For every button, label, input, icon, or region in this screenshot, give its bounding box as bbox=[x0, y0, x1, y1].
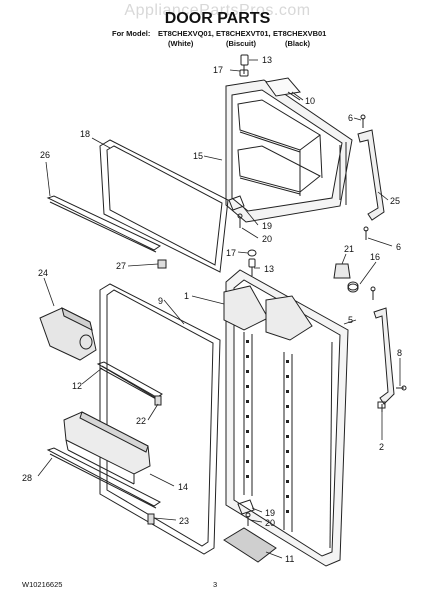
model-number-1: ET8CHEXVQ01, bbox=[158, 29, 214, 38]
washer-part-17-bottom bbox=[247, 249, 257, 257]
fresh-food-door-inner-dimples bbox=[246, 340, 289, 513]
model-color-3: (Black) bbox=[285, 39, 311, 48]
screw-part-13-top bbox=[240, 54, 249, 74]
callout-9: 9 bbox=[158, 296, 163, 306]
dairy-rail-part-12 bbox=[96, 361, 163, 401]
callout-27: 27 bbox=[116, 261, 126, 271]
callout-25: 25 bbox=[390, 196, 400, 206]
toe-plate-part-11 bbox=[223, 527, 277, 563]
freezer-handle-part-25 bbox=[357, 129, 385, 221]
callout-12: 12 bbox=[72, 381, 82, 391]
dairy-door-part-24 bbox=[39, 307, 97, 361]
door-bin-part-14 bbox=[63, 411, 151, 485]
hinge-pin-part-19-top bbox=[228, 195, 245, 211]
callout-15: 15 bbox=[193, 151, 203, 161]
shelf-rail-part-26 bbox=[46, 195, 162, 253]
model-color-1: (White) bbox=[168, 39, 194, 48]
screw-part-13-bottom bbox=[248, 258, 256, 276]
freezer-gasket-part-18 bbox=[99, 139, 229, 273]
callout-13-top: 13 bbox=[262, 55, 272, 65]
page-title: DOOR PARTS bbox=[164, 10, 271, 27]
model-prefix: For Model: bbox=[112, 29, 151, 38]
model-number-2: ET8CHEXVT01, bbox=[216, 29, 271, 38]
callout-1: 1 bbox=[184, 291, 189, 301]
callout-17-bottom: 17 bbox=[226, 248, 236, 258]
fresh-food-door-part-1 bbox=[223, 269, 349, 567]
callout-20-bottom: 20 bbox=[265, 518, 275, 528]
top-hinge-cover-part-10 bbox=[265, 77, 301, 101]
callout-26: 26 bbox=[40, 150, 50, 160]
screw-part-17-top bbox=[239, 69, 249, 77]
screw-part-6-top bbox=[360, 114, 366, 128]
callout-13-bottom: 13 bbox=[264, 264, 274, 274]
callout-8: 8 bbox=[397, 348, 402, 358]
callout-20-top: 20 bbox=[262, 234, 272, 244]
shelf-rail-part-28 bbox=[46, 447, 161, 509]
callout-22: 22 bbox=[136, 416, 146, 426]
callout-2: 2 bbox=[379, 442, 384, 452]
model-color-2: (Biscuit) bbox=[226, 39, 256, 48]
callout-5: 5 bbox=[348, 315, 353, 325]
screw-part-6-bottom bbox=[363, 226, 369, 240]
page-number: 3 bbox=[213, 580, 218, 589]
watermark: AppliancePartsPros.com bbox=[124, 2, 311, 19]
callout-28: 28 bbox=[22, 473, 32, 483]
screw-part-20-top bbox=[237, 213, 243, 228]
callout-19-bottom: 19 bbox=[265, 508, 275, 518]
document-number: W10216625 bbox=[22, 580, 63, 589]
callout-labels: 13 17 10 6 18 15 26 25 19 20 17 21 6 13 … bbox=[22, 55, 402, 564]
hinge-pin-part-19-bottom bbox=[237, 499, 255, 515]
callout-16: 16 bbox=[370, 252, 380, 262]
callout-10: 10 bbox=[305, 96, 315, 106]
callout-19-top: 19 bbox=[262, 221, 272, 231]
clip-part-22 bbox=[154, 395, 162, 406]
hinge-plug-part-21 bbox=[333, 263, 351, 279]
screw-part-6-lower bbox=[370, 286, 376, 300]
cap-part-16 bbox=[347, 281, 359, 293]
callout-leader-lines bbox=[37, 59, 401, 559]
callout-21: 21 bbox=[344, 244, 354, 254]
clip-part-27 bbox=[157, 259, 167, 269]
callout-6-middle: 6 bbox=[396, 242, 401, 252]
fresh-food-handle-part-8 bbox=[373, 307, 395, 412]
fresh-food-gasket-part-9 bbox=[99, 283, 221, 555]
callout-14: 14 bbox=[178, 482, 188, 492]
model-number-3: ET8CHEXVB01 bbox=[273, 29, 327, 38]
screw-part-8 bbox=[396, 385, 407, 391]
callout-18: 18 bbox=[80, 129, 90, 139]
callout-24: 24 bbox=[38, 268, 48, 278]
callout-11: 11 bbox=[285, 554, 294, 564]
screw-part-20-bottom bbox=[245, 512, 251, 526]
callout-17-top: 17 bbox=[213, 65, 223, 75]
callout-6-top: 6 bbox=[348, 113, 353, 123]
callout-23: 23 bbox=[179, 516, 189, 526]
bracket-part-23 bbox=[147, 513, 155, 525]
freezer-door-part-15 bbox=[225, 79, 353, 223]
